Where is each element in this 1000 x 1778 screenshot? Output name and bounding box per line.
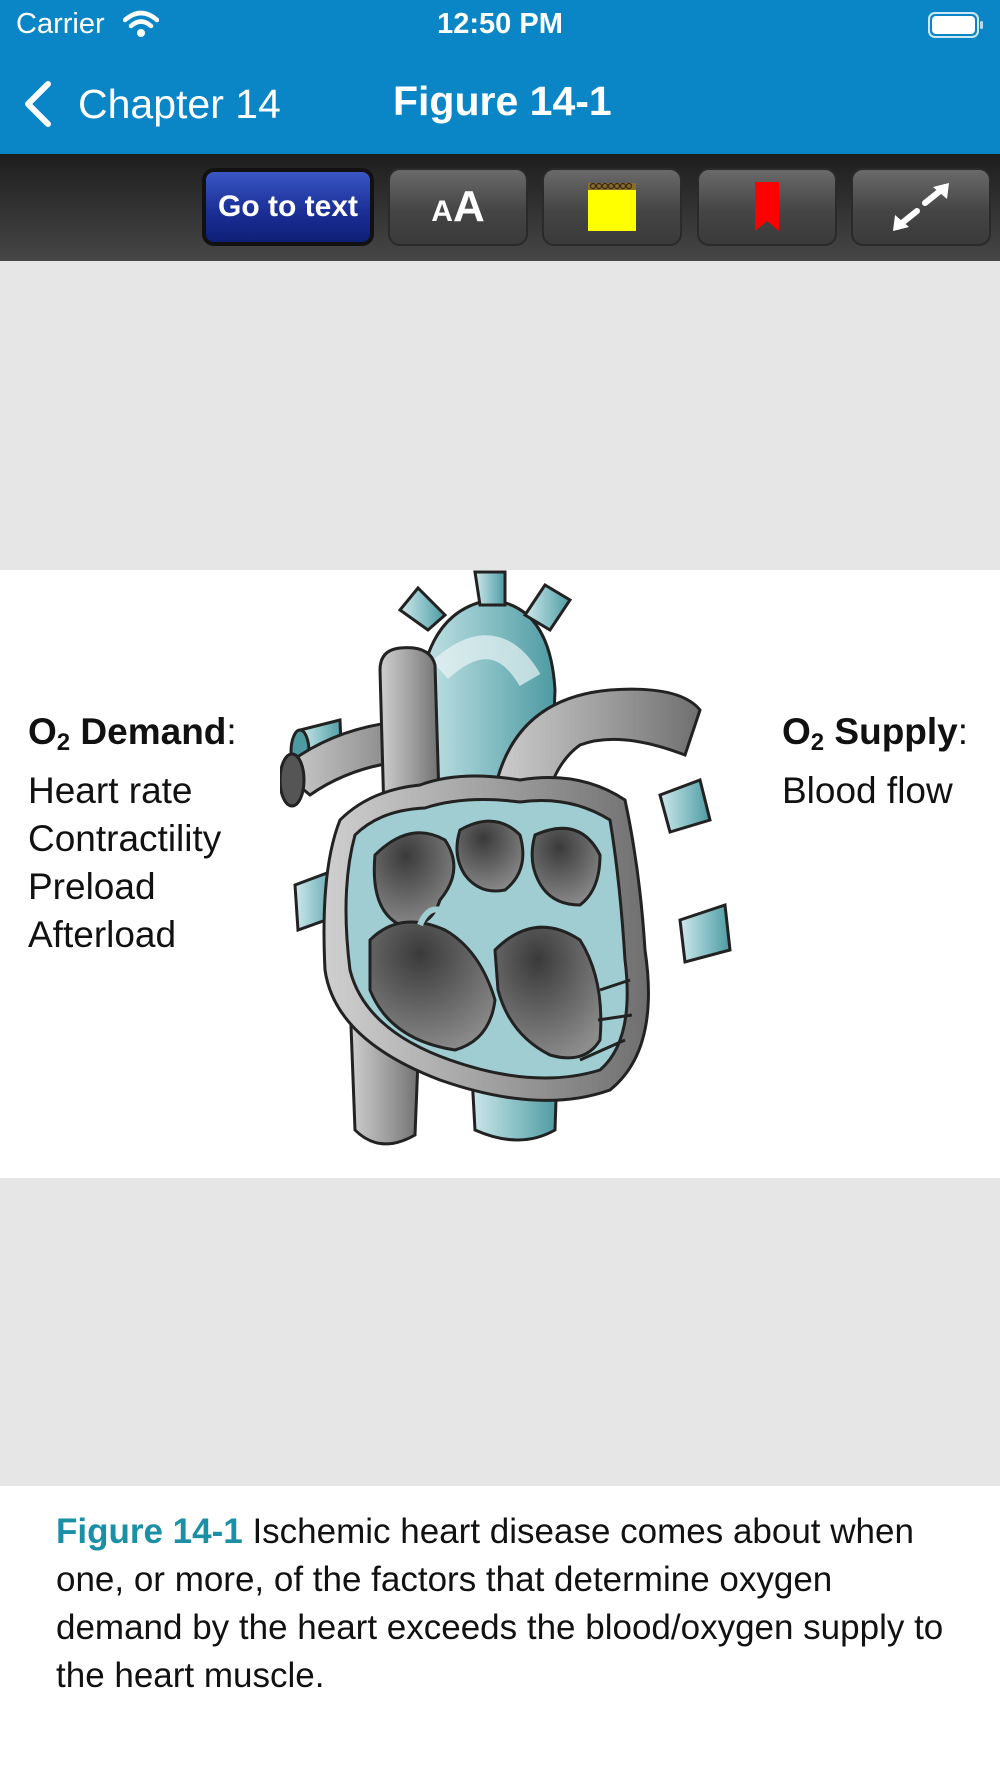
page-title: Figure 14-1 [393,78,612,124]
font-size-button[interactable]: AA [388,168,528,246]
heart-illustration [280,570,732,1146]
battery-icon [928,12,983,38]
figure-top-margin [0,261,1000,570]
expand-button[interactable] [851,168,991,246]
demand-item-contractility: Contractility [28,818,222,859]
figure-bottom-margin [0,1178,1000,1486]
back-button[interactable]: Chapter 14 [22,76,281,132]
caption-text: Ischemic heart disease comes about when … [56,1512,944,1695]
bookmark-button[interactable] [697,168,837,246]
chevron-left-icon [25,81,51,127]
expand-icon [893,183,949,231]
clock-time: 12:50 PM [437,8,563,40]
font-size-icon: AA [431,182,485,231]
go-to-text-button[interactable]: Go to text [202,168,374,246]
navigation-bar: Chapter 14 Figure 14-1 [0,60,1000,150]
status-bar: Carrier 12:50 PM [0,0,1000,50]
o2-demand-heading: O2 Demand: [28,711,237,756]
demand-item-afterload: Afterload [28,914,177,955]
note-icon [588,182,636,231]
wifi-icon [123,10,159,37]
o2-supply-list: O2 Supply: Blood flow [782,708,968,815]
figure-caption: Figure 14-1 Ischemic heart disease comes… [56,1508,956,1700]
o2-demand-list: O2 Demand: Heart rate Contractility Prel… [28,708,237,959]
bookmark-icon [755,182,779,231]
toolbar: Go to text AA [0,154,1000,261]
o2-supply-heading: O2 Supply: [782,711,969,756]
caption-figure-label: Figure 14-1 [56,1512,243,1551]
supply-item-blood-flow: Blood flow [782,770,953,811]
demand-item-preload: Preload [28,866,156,907]
back-label: Chapter 14 [78,80,281,127]
carrier-label: Carrier [16,8,105,40]
note-button[interactable] [542,168,682,246]
header-bar: Carrier 12:50 PM Chapter 14 Figure 14-1 [0,0,1000,154]
figure-image: O2 Demand: Heart rate Contractility Prel… [0,570,1000,1178]
demand-item-heart-rate: Heart rate [28,770,193,811]
